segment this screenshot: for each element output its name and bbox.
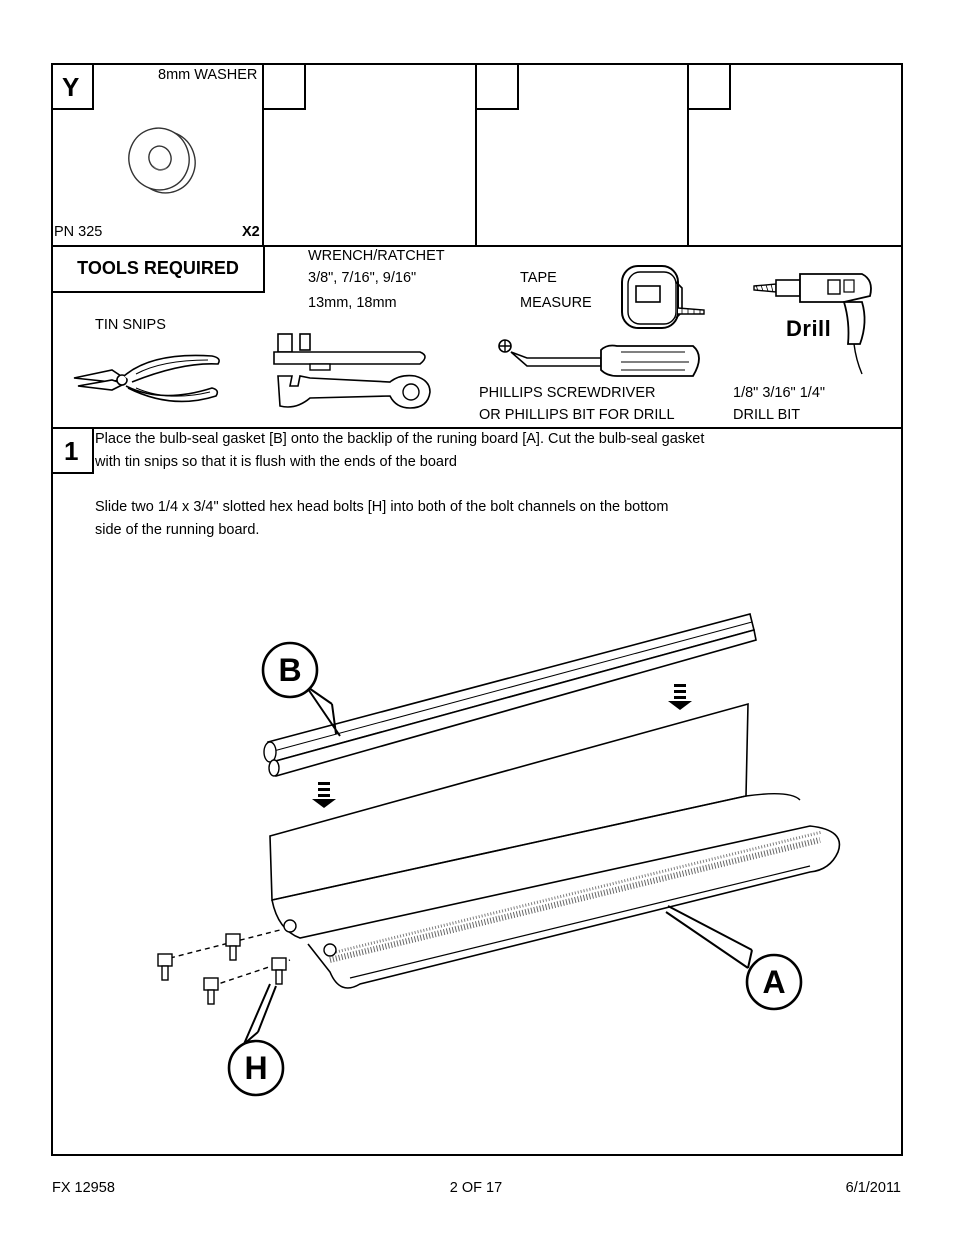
footer-page: 2 OF 17	[449, 1180, 503, 1196]
parts-divider-2	[475, 63, 477, 247]
step-number: 1	[64, 436, 79, 466]
wrench-label-3: 13mm, 18mm	[308, 295, 397, 311]
step-bottom-border	[51, 1154, 903, 1156]
hex-bolts-h	[157, 929, 291, 1005]
part-tag-box-3	[475, 63, 519, 110]
tape-label-2: MEASURE	[520, 295, 592, 311]
step-instruction-2: with tin snips so that it is flush with …	[95, 454, 457, 470]
tape-measure-icon	[621, 265, 705, 329]
step-instruction-1: Place the bulb-seal gasket [B] onto the …	[95, 431, 705, 447]
part-tag-box-4	[687, 63, 731, 110]
tin-snips-label: TIN SNIPS	[95, 317, 166, 333]
step-number-box	[51, 427, 94, 474]
phillips-screwdriver-icon	[498, 339, 700, 377]
down-arrow-icon	[668, 684, 692, 710]
running-board-a	[269, 702, 841, 989]
drill-icon	[753, 273, 872, 375]
drillbit-label-1: 1/8" 3/16" 1/4"	[733, 385, 826, 401]
part-quantity: X2	[242, 224, 260, 240]
part-number: PN 325	[54, 224, 103, 240]
screwdriver-label-2: OR PHILLIPS BIT FOR DRILL	[479, 407, 675, 423]
wrench-label-2: 3/8", 7/16", 9/16"	[308, 270, 417, 286]
tape-label-1: TAPE	[520, 270, 557, 286]
wrench-label-1: WRENCH/RATCHET	[308, 248, 445, 264]
tools-bottom-border	[51, 427, 903, 429]
bulb-seal-gasket-b	[263, 613, 757, 777]
step-left-border	[51, 427, 53, 1156]
callout-b-label: B	[278, 652, 302, 688]
part-tag-letter: Y	[62, 72, 80, 102]
part-tag-box-2	[262, 63, 306, 110]
step-instruction-4: side of the running board.	[95, 522, 260, 538]
wrench-ratchet-icon	[273, 333, 431, 409]
screwdriver-label-1: PHILLIPS SCREWDRIVER	[479, 385, 656, 401]
part-tag-box	[51, 63, 94, 110]
footer-doc-number: FX 12958	[52, 1180, 115, 1196]
running-board-assembly-illustration	[157, 613, 841, 1097]
down-arrow-icon-2	[312, 782, 336, 808]
callout-a-label: A	[762, 964, 786, 1000]
tin-snips-icon	[73, 354, 220, 403]
tools-left-border	[51, 245, 53, 429]
footer-date: 6/1/2011	[845, 1180, 901, 1196]
step-right-border	[901, 427, 903, 1156]
tools-heading: TOOLS REQUIRED	[77, 258, 239, 278]
drill-logo: Drill	[786, 316, 832, 341]
part-name: 8mm WASHER	[158, 67, 258, 83]
washer-illustration	[128, 127, 196, 194]
tools-right-border	[901, 245, 903, 429]
step-instruction-3: Slide two 1/4 x 3/4" slotted hex head bo…	[95, 499, 669, 515]
parts-divider-1	[262, 63, 264, 247]
tools-heading-box	[51, 245, 265, 293]
callout-h-label: H	[244, 1050, 268, 1086]
parts-divider-3	[687, 63, 689, 247]
drillbit-label-2: DRILL BIT	[733, 407, 801, 423]
